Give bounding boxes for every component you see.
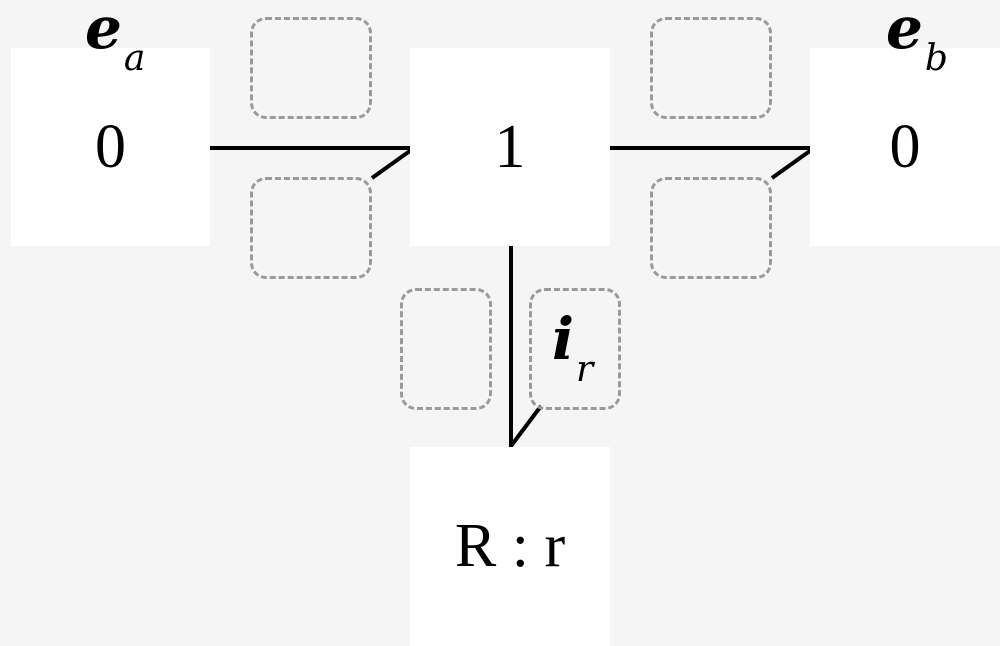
empty-slot	[529, 288, 621, 410]
node-label: R : r	[454, 512, 566, 580]
zero-junction-left[interactable]: 0	[11, 48, 210, 246]
label-base: i	[552, 305, 575, 373]
one-junction[interactable]: 1	[410, 48, 610, 246]
effort-label-a: ea	[85, 0, 145, 79]
empty-slot	[250, 17, 372, 119]
empty-slot	[650, 17, 772, 119]
bond-left-to-middle	[210, 146, 421, 180]
label-subscript: b	[924, 38, 948, 79]
empty-slot	[250, 177, 372, 279]
label-base: e	[85, 0, 122, 62]
bond-middle-to-bottom	[509, 246, 543, 452]
node-label: 0	[95, 112, 126, 181]
node-label: 0	[889, 112, 921, 181]
label-subscript: r	[576, 349, 594, 390]
node-label: 1	[494, 112, 526, 181]
zero-junction-right[interactable]: 0	[810, 48, 1000, 246]
label-base: e	[886, 0, 923, 62]
flow-label-r: ir	[552, 305, 593, 390]
bond-middle-to-right	[610, 146, 821, 180]
empty-slot	[400, 288, 492, 410]
empty-slot	[650, 177, 772, 279]
effort-label-b: eb	[886, 0, 948, 79]
label-subscript: a	[123, 38, 146, 79]
resistor-node[interactable]: R : r	[410, 447, 610, 646]
